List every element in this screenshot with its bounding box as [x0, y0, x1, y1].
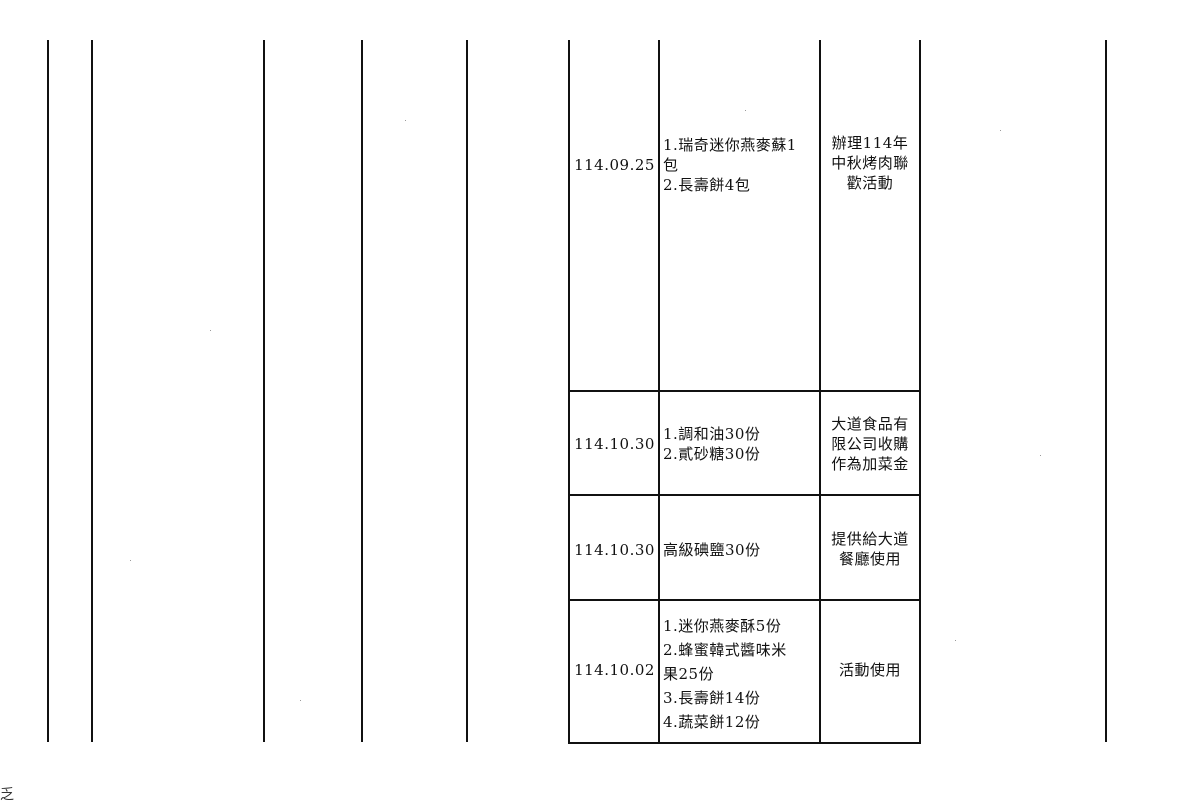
scan-speck: [955, 640, 956, 641]
column-rule-2: [91, 40, 93, 742]
scan-speck: [300, 700, 301, 701]
table-rule-items-purpose: [819, 40, 821, 744]
column-rule-right: [1105, 40, 1107, 742]
row-purpose: 活動使用: [838, 661, 901, 679]
row-items: 1.調和油30份 2.貳砂糖30份: [663, 425, 761, 463]
row-date: 114.10.30: [574, 541, 655, 559]
scan-speck: [210, 330, 211, 331]
scan-speck: [405, 120, 406, 121]
row-items: 高級碘鹽30份: [663, 541, 761, 559]
row-items: 1.瑞奇迷你燕麥蘇1 包 2.長壽餅4包: [663, 136, 797, 194]
row-purpose: 大道食品有 限公司收購 作為加菜金: [831, 415, 909, 473]
column-rule-5: [466, 40, 468, 742]
row-purpose: 辦理114年 中秋烤肉聯 歡活動: [831, 134, 909, 192]
row-divider-1: [568, 390, 921, 392]
column-rule-1: [47, 40, 49, 742]
table-rule-date-items: [658, 40, 660, 744]
page-edge-mark: 乏: [0, 787, 14, 803]
column-rule-4: [361, 40, 363, 742]
row-date: 114.10.02: [574, 661, 655, 679]
table-bottom-border: [568, 742, 921, 744]
scan-speck: [1000, 130, 1001, 131]
row-date: 114.09.25: [574, 156, 655, 174]
scan-speck: [130, 560, 131, 561]
row-purpose: 提供給大道 餐廳使用: [831, 530, 909, 568]
scan-speck: [1040, 455, 1041, 456]
column-rule-3: [263, 40, 265, 742]
row-items: 1.迷你燕麥酥5份 2.蜂蜜韓式醬味米 果25份 3.長壽餅14份 4.蔬菜餅1…: [663, 617, 787, 731]
row-divider-3: [568, 599, 921, 601]
table-rule-right: [919, 40, 921, 744]
table-rule-left: [568, 40, 570, 744]
scan-speck: [745, 110, 746, 111]
row-date: 114.10.30: [574, 435, 655, 453]
row-divider-2: [568, 494, 921, 496]
